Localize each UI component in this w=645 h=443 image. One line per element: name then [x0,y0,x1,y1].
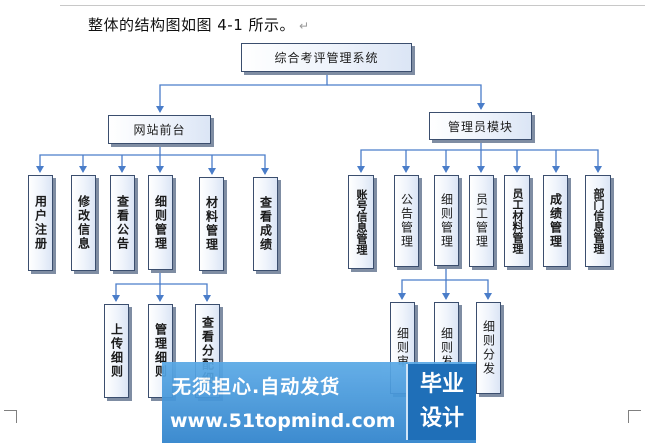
intro-sentence: 整体的结构图如图 4-1 所示。↵ [88,14,310,35]
watermark-badge: 毕业 设计 [406,364,476,440]
front-node-view-notice: 查看公告 [110,175,135,271]
watermark-url: www.51topmind.com [170,410,396,432]
admin-node-notice-mgmt: 公告管理 [394,175,419,267]
paragraph-mark: ↵ [299,19,310,33]
front-node-rules-mgmt: 细则管理 [148,175,173,270]
watermark-badge-bottom: 设计 [419,406,464,431]
front-node-upload-rules: 上传细则 [104,304,129,398]
admin-node-rules-mgmt: 细则管理 [434,175,459,266]
intro-text: 整体的结构图如图 4-1 所示。 [88,16,296,34]
admin-node-dept-info: 部门信息管理 [585,175,611,267]
header-rule [60,5,645,6]
front-node-user-register: 用户注册 [28,175,53,271]
root-node: 综合考评管理系统 [241,43,412,72]
watermark-badge-top: 毕业 [419,372,464,397]
admin-node-staff-material: 员工材料管理 [504,175,530,267]
front-module-node: 网站前台 [108,115,211,144]
front-node-material-mgmt: 材料管理 [199,177,224,271]
admin-node-account-info: 账号信息管理 [348,175,374,269]
admin-node-score-mgmt: 成绩管理 [543,175,568,267]
admin-module-node: 管理员模块 [429,112,532,140]
watermark-slogan: 无须担心.自动发货 [172,376,341,398]
admin-node-rules-distribute: 细则分发 [476,302,501,394]
front-node-view-scores: 查看成绩 [253,177,278,271]
front-node-edit-info: 修改信息 [71,175,96,271]
admin-node-staff-mgmt: 员工管理 [469,175,494,267]
page-corner-mark-right [628,410,641,423]
page-corner-mark-left [4,410,17,423]
